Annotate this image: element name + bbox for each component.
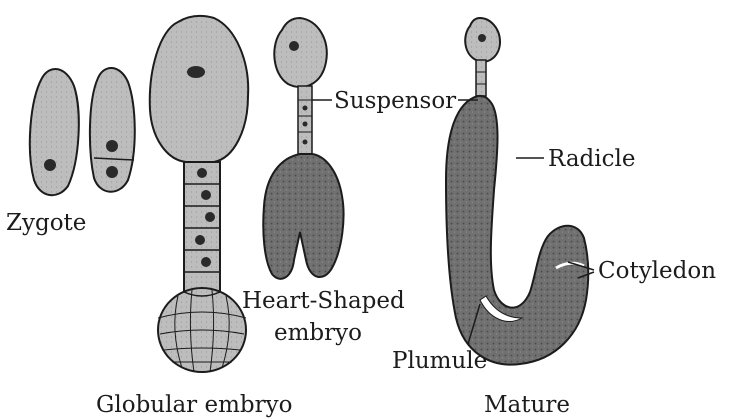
label-radicle: Radicle <box>548 146 636 172</box>
mature-embryo <box>446 18 588 365</box>
label-heart-shaped-line1: Heart-Shaped <box>242 288 405 314</box>
label-mature: Mature <box>484 392 570 418</box>
label-zygote: Zygote <box>6 210 86 236</box>
label-globular-embryo: Globular embryo <box>96 392 292 418</box>
label-suspensor: Suspensor <box>334 88 456 114</box>
basal-nucleus <box>187 66 205 78</box>
zygote-nucleus <box>44 159 56 171</box>
heart-shaped-embryo <box>263 18 343 279</box>
globular-embryo <box>150 16 248 372</box>
label-plumule: Plumule <box>392 348 487 374</box>
label-heart-shaped-line2: embryo <box>274 320 362 346</box>
zygote-cell-2 <box>90 68 135 192</box>
label-cotyledon: Cotyledon <box>598 258 716 284</box>
zygote-cell-1 <box>30 69 79 195</box>
